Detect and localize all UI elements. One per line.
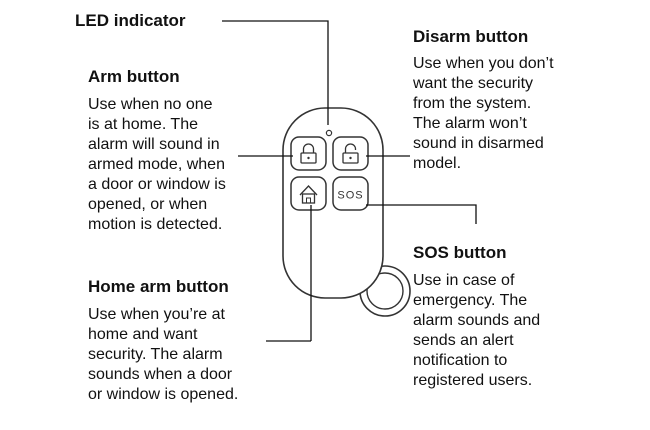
home-arm-description-line: home and want <box>88 326 198 343</box>
lock-closed-icon <box>300 143 317 164</box>
sos-description-line: notification to <box>413 352 508 369</box>
led-leader-line <box>222 20 329 125</box>
arm-description-line: armed mode, when <box>88 156 225 173</box>
home-arm-description-line: sounds when a door <box>88 366 233 383</box>
sos-button-title: SOS button <box>413 243 507 262</box>
arm-description-line: Use when no one <box>88 96 213 113</box>
arm-button-title: Arm button <box>88 67 180 86</box>
home-arm-description-line: security. The alarm <box>88 346 223 363</box>
home-arm-description-line: Use when you’re at <box>88 306 225 323</box>
home-arm-button <box>290 176 327 211</box>
sos-description-line: emergency. The <box>413 292 528 309</box>
sos-button: SOS <box>332 176 369 211</box>
arm-button <box>290 136 327 171</box>
disarm-description-line: model. <box>413 155 462 172</box>
arm-description-line: alarm will sound in <box>88 136 220 153</box>
sos-button-description: Use in case of emergency. The alarm soun… <box>413 271 540 391</box>
disarm-description-line: sound in disarmed <box>413 135 544 152</box>
disarm-button <box>332 136 369 171</box>
sos-leader-line <box>366 204 477 224</box>
disarm-description-line: Use when you don’t <box>413 55 554 72</box>
home-arm-description-line: or window is opened. <box>88 386 239 403</box>
led-indicator <box>325 129 333 137</box>
lock-open-icon <box>342 143 359 164</box>
sos-description-line: Use in case of <box>413 272 515 289</box>
arm-description-line: a door or window is <box>88 176 226 193</box>
arm-button-description: Use when no one is at home. The alarm wi… <box>88 95 226 235</box>
led-indicator-title: LED indicator <box>75 11 186 30</box>
disarm-button-description: Use when you don’t want the security fro… <box>413 54 554 174</box>
home-icon <box>299 185 318 204</box>
sos-description-line: sends an alert <box>413 332 514 349</box>
sos-description-line: registered users. <box>413 372 533 389</box>
home-arm-button-description: Use when you’re at home and want securit… <box>88 305 238 405</box>
disarm-description-line: from the system. <box>413 95 532 112</box>
sos-description-line: alarm sounds and <box>413 312 541 329</box>
disarm-description-line: want the security <box>413 75 534 92</box>
disarm-description-line: The alarm won’t <box>413 115 527 132</box>
arm-description-line: opened, or when <box>88 196 208 213</box>
disarm-button-title: Disarm button <box>413 27 529 46</box>
arm-description-line: motion is detected. <box>88 216 223 233</box>
home-arm-button-title: Home arm button <box>88 277 229 296</box>
sos-button-text: SOS <box>337 190 363 202</box>
key-ring-inner <box>366 272 404 310</box>
arm-description-line: is at home. The <box>88 116 198 133</box>
